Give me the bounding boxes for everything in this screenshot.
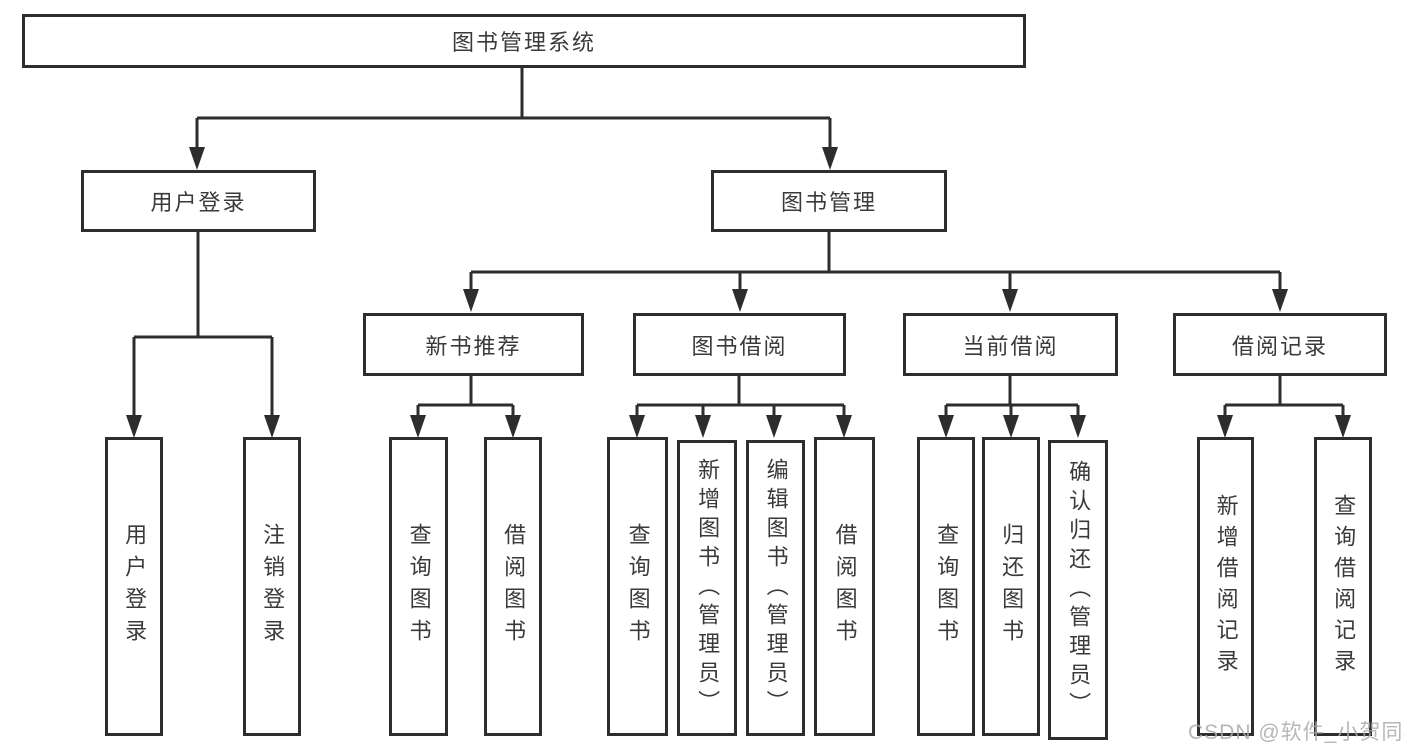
- node-new-book-recommend: 新书推荐: [363, 313, 584, 376]
- node-book-borrow-label: 图书借阅: [691, 333, 788, 359]
- leaf-current-query-books: 查询图书: [917, 437, 975, 736]
- node-borrow-records: 借阅记录: [1173, 313, 1387, 376]
- node-book-borrow: 图书借阅: [633, 313, 846, 376]
- arrow-down-icon: [1335, 415, 1351, 438]
- leaf-newbook-query-books: 查询图书: [389, 437, 448, 736]
- node-user-login-label: 用户登录: [150, 190, 247, 215]
- leaf-logout-label: 注销登录: [260, 522, 286, 651]
- arrow-down-icon: [1070, 415, 1086, 438]
- leaf-borrow-add-books-admin-label: 新增图书（管理员）: [695, 457, 721, 719]
- arrow-down-icon: [1003, 415, 1019, 438]
- leaf-records-add-record-label: 新增借阅记录: [1213, 493, 1239, 680]
- leaf-borrow-add-books-admin: 新增图书（管理员）: [677, 440, 737, 736]
- leaf-borrow-edit-books-admin: 编辑图书（管理员）: [746, 440, 805, 736]
- leaf-borrow-query-books-label: 查询图书: [625, 522, 651, 651]
- leaf-records-add-record: 新增借阅记录: [1197, 437, 1254, 736]
- edge-root-to-level2: [195, 68, 832, 148]
- node-book-management: 图书管理: [711, 170, 947, 232]
- node-current-borrow-label: 当前借阅: [962, 333, 1059, 359]
- arrow-down-icon: [1272, 289, 1288, 312]
- arrow-down-icon: [938, 415, 954, 438]
- arrow-down-icon: [822, 147, 838, 170]
- arrow-down-icon: [463, 289, 479, 312]
- edge-newbook-to-children: [416, 376, 515, 415]
- leaf-newbook-borrow-books: 借阅图书: [484, 437, 542, 736]
- arrow-down-icon: [189, 147, 205, 170]
- leaf-user-login-label: 用户登录: [122, 522, 148, 651]
- node-root: 图书管理系统: [22, 14, 1026, 68]
- edge-records-to-children: [1223, 376, 1345, 415]
- leaf-borrow-edit-books-admin-label: 编辑图书（管理员）: [763, 457, 789, 719]
- leaf-current-query-books-label: 查询图书: [934, 522, 960, 651]
- arrow-down-icon: [766, 415, 782, 438]
- arrow-down-icon: [410, 415, 426, 438]
- edge-borrow-to-children: [635, 376, 846, 415]
- leaf-current-confirm-return-admin-label: 确认归还（管理员）: [1066, 459, 1092, 721]
- arrow-down-icon: [1002, 289, 1018, 312]
- node-borrow-records-label: 借阅记录: [1231, 333, 1328, 359]
- edge-login-to-children: [132, 232, 274, 415]
- arrow-down-icon: [732, 289, 748, 312]
- arrow-down-icon: [1217, 415, 1233, 438]
- leaf-current-return-books: 归还图书: [982, 437, 1040, 736]
- arrow-down-icon: [629, 415, 645, 438]
- leaf-borrow-query-books: 查询图书: [607, 437, 668, 736]
- node-root-label: 图书管理系统: [451, 30, 596, 55]
- edge-mgmt-to-level3: [469, 232, 1282, 290]
- arrow-down-icon: [126, 415, 142, 438]
- arrow-down-icon: [505, 415, 521, 438]
- leaf-current-return-books-label: 归还图书: [999, 522, 1025, 651]
- arrow-down-icon: [695, 415, 711, 438]
- leaf-borrow-borrow-books-label: 借阅图书: [832, 522, 858, 651]
- leaf-newbook-borrow-books-label: 借阅图书: [501, 522, 527, 651]
- node-current-borrow: 当前借阅: [903, 313, 1118, 376]
- edge-current-to-children: [944, 376, 1080, 415]
- leaf-user-login: 用户登录: [105, 437, 163, 736]
- leaf-records-query-record-label: 查询借阅记录: [1331, 493, 1357, 680]
- node-new-book-recommend-label: 新书推荐: [425, 333, 522, 359]
- leaf-records-query-record: 查询借阅记录: [1314, 437, 1372, 736]
- node-user-login: 用户登录: [81, 170, 316, 232]
- leaf-current-confirm-return-admin: 确认归还（管理员）: [1048, 440, 1108, 740]
- csdn-watermark: CSDN @软件_小贺同学: [1188, 721, 1405, 744]
- leaf-borrow-borrow-books: 借阅图书: [814, 437, 875, 736]
- leaf-logout: 注销登录: [243, 437, 301, 736]
- leaf-newbook-query-books-label: 查询图书: [406, 522, 432, 651]
- arrow-down-icon: [264, 415, 280, 438]
- arrow-down-icon: [836, 415, 852, 438]
- node-book-management-label: 图书管理: [780, 190, 877, 215]
